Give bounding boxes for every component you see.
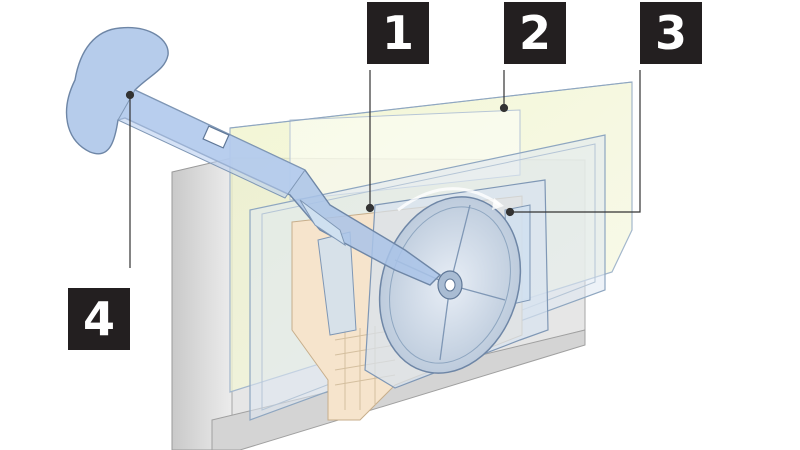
callout-4: 4 [68,288,130,350]
leader-lines [125,70,641,268]
gear-wheel-icon [378,187,522,374]
callout-3: 3 [640,2,702,64]
callout-2: 2 [504,2,566,64]
t-handle-key-icon [65,26,442,286]
callout-1: 1 [367,2,429,64]
